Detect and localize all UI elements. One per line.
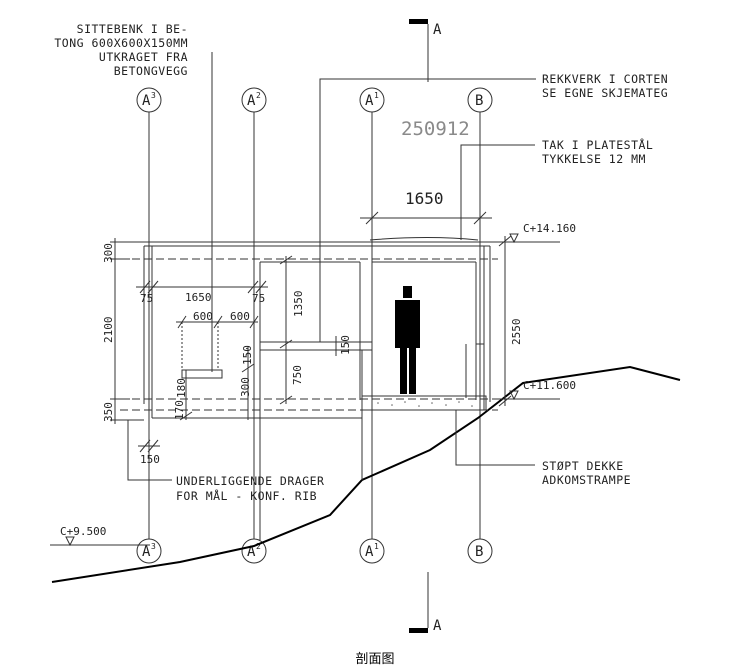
dim-150-bottom: 150 (140, 453, 160, 466)
dim-150-c: 150 (241, 345, 254, 365)
section-marker-bottom-label: A (433, 618, 442, 634)
leader-lines (127, 52, 536, 481)
dim-300-bench: 300 (239, 377, 252, 397)
svg-text:UNDERLIGGENDE DRAGER: UNDERLIGGENDE DRAGER (176, 474, 324, 488)
grid-b-bottom: B (475, 544, 483, 560)
dim-750: 750 (291, 365, 304, 385)
dim-75-left: 75 (140, 292, 153, 305)
dim-2550: 2550 (510, 319, 523, 346)
drawing-caption: 剖面图 (355, 652, 395, 667)
structure (120, 237, 498, 540)
dimension-texts: 300 2100 350 1650 75 1650 75 600 600 135… (102, 189, 523, 466)
svg-text:2: 2 (256, 91, 261, 100)
dim-180: 180 (175, 378, 188, 398)
note-rekkverk: REKKVERK I CORTEN SE EGNE SKJEMATEG (542, 72, 668, 100)
drawing-number: 250912 (401, 118, 470, 140)
grid-labels-top: A 3 A 2 A 1 B (142, 91, 483, 109)
terrain-line (51, 365, 681, 583)
svg-text:SITTEBENK I BE-: SITTEBENK I BE- (77, 22, 188, 36)
dimension-lines (110, 206, 512, 453)
level-ground: C+9.500 (60, 525, 106, 538)
grid-b-top: B (475, 93, 483, 109)
svg-text:TAK I PLATESTÅL: TAK I PLATESTÅL (542, 137, 653, 152)
svg-text:TYKKELSE 12 MM: TYKKELSE 12 MM (542, 152, 646, 166)
svg-text:FOR MÅL - KONF. RIB: FOR MÅL - KONF. RIB (176, 488, 317, 503)
grid-a2-top: A (247, 93, 256, 109)
svg-text:STØPT DEKKE: STØPT DEKKE (542, 459, 624, 473)
grid-a3-bottom: A (142, 544, 151, 560)
svg-text:UTKRAGET FRA: UTKRAGET FRA (99, 50, 188, 64)
svg-text:1: 1 (374, 542, 379, 551)
section-marker-top-label: A (433, 22, 442, 38)
level-top: C+14.160 (523, 222, 576, 235)
dim-170: 170 (173, 400, 186, 420)
dim-1650-top: 1650 (405, 189, 444, 208)
svg-text:3: 3 (151, 91, 156, 100)
svg-text:BETONGVEGG: BETONGVEGG (114, 64, 188, 78)
dim-75-right: 75 (252, 292, 265, 305)
svg-text:1: 1 (374, 91, 379, 100)
dim-1350: 1350 (292, 291, 305, 318)
dim-600-b: 600 (230, 310, 250, 323)
svg-text:2: 2 (256, 542, 261, 551)
grid-a2-bottom: A (247, 544, 256, 560)
level-mid: C+11.600 (523, 379, 576, 392)
dim-1650: 1650 (185, 291, 212, 304)
slab-hatch (377, 401, 473, 407)
note-sittebenk: SITTEBENK I BE- TONG 600X600X150MM UTKRA… (54, 22, 188, 78)
grid-a1-top: A (365, 93, 374, 109)
svg-text:REKKVERK I CORTEN: REKKVERK I CORTEN (542, 72, 668, 86)
grid-labels-bottom: A 3 A 2 A 1 B (142, 542, 483, 560)
section-marker-top: A (409, 19, 442, 82)
grid-a3-top: A (142, 93, 151, 109)
dim-150-bench: 150 (339, 335, 352, 355)
note-drager: UNDERLIGGENDE DRAGER FOR MÅL - KONF. RIB (176, 474, 324, 503)
human-figure (395, 286, 420, 394)
dim-600-a: 600 (193, 310, 213, 323)
grid-a1-bottom: A (365, 544, 374, 560)
note-dekke: STØPT DEKKE ADKOMSTRAMPE (542, 459, 631, 487)
dim-2100: 2100 (102, 317, 115, 344)
section-marker-bottom: A (409, 572, 442, 634)
level-markers (50, 233, 560, 547)
svg-text:SE EGNE SKJEMATEG: SE EGNE SKJEMATEG (542, 86, 668, 100)
svg-text:TONG 600X600X150MM: TONG 600X600X150MM (54, 36, 188, 50)
note-tak: TAK I PLATESTÅL TYKKELSE 12 MM (542, 137, 653, 166)
grid-axes (136, 87, 493, 564)
svg-text:3: 3 (151, 542, 156, 551)
dim-300: 300 (102, 243, 115, 263)
svg-text:ADKOMSTRAMPE: ADKOMSTRAMPE (542, 473, 631, 487)
dim-350: 350 (102, 402, 115, 422)
